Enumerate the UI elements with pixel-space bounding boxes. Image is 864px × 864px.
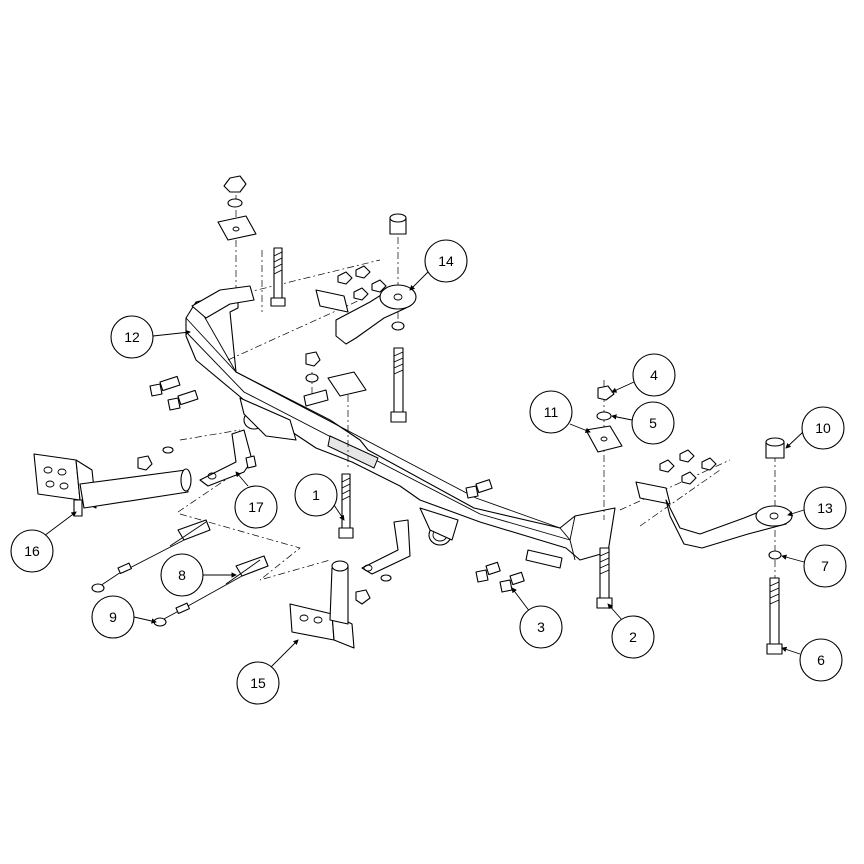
callout-label-3: 3: [537, 619, 545, 635]
callout-label-7: 7: [821, 558, 829, 574]
callout-label-5: 5: [649, 415, 657, 431]
safety-cables: [91, 519, 269, 627]
callout-12: 12: [110, 315, 191, 359]
callout-4: 4: [611, 353, 676, 397]
bracket-16: [33, 446, 192, 517]
callout-10: 10: [785, 406, 845, 450]
callout-label-14: 14: [438, 253, 454, 269]
main-crossbar: [185, 291, 616, 569]
callout-label-13: 13: [817, 500, 833, 516]
callout-label-16: 16: [24, 543, 40, 559]
arm-13: [635, 449, 793, 549]
callout-label-9: 9: [109, 609, 117, 625]
callout-9: 9: [91, 595, 157, 639]
arm-bracket-14: [315, 213, 417, 423]
callouts: 1 2 3 4 5 6 7: [10, 239, 847, 705]
callout-label-15: 15: [250, 675, 266, 691]
callout-label-17: 17: [248, 499, 264, 515]
bracket-17: [199, 429, 257, 487]
callout-5: 5: [611, 401, 675, 445]
bracket-15: [289, 519, 411, 649]
callout-label-6: 6: [817, 652, 825, 668]
bolts-3: [475, 561, 525, 593]
callout-3: 3: [511, 587, 563, 649]
top-left-hardware: [191, 175, 286, 319]
callout-7: 7: [781, 544, 847, 588]
bolt-1: [338, 473, 354, 539]
callout-2: 2: [607, 603, 655, 659]
callout-17: 17: [234, 471, 278, 529]
callout-label-11: 11: [544, 404, 559, 420]
callout-label-4: 4: [650, 367, 658, 383]
callout-11: 11: [529, 390, 591, 434]
callout-label-1: 1: [312, 487, 320, 503]
right-hardware: [765, 437, 785, 655]
callout-label-2: 2: [629, 629, 637, 645]
callout-8: 8: [160, 553, 237, 597]
callout-13: 13: [787, 486, 847, 530]
callout-label-12: 12: [124, 329, 140, 345]
callout-label-8: 8: [178, 567, 186, 583]
callout-16: 16: [10, 511, 77, 573]
center-hardware: [149, 351, 493, 499]
plate-11-hardware: [585, 385, 623, 453]
callout-1: 1: [294, 473, 345, 521]
bolt-2: [596, 547, 613, 609]
callout-14: 14: [409, 239, 468, 291]
callout-15: 15: [236, 639, 299, 705]
callout-6: 6: [781, 638, 843, 682]
callout-label-10: 10: [815, 420, 831, 436]
